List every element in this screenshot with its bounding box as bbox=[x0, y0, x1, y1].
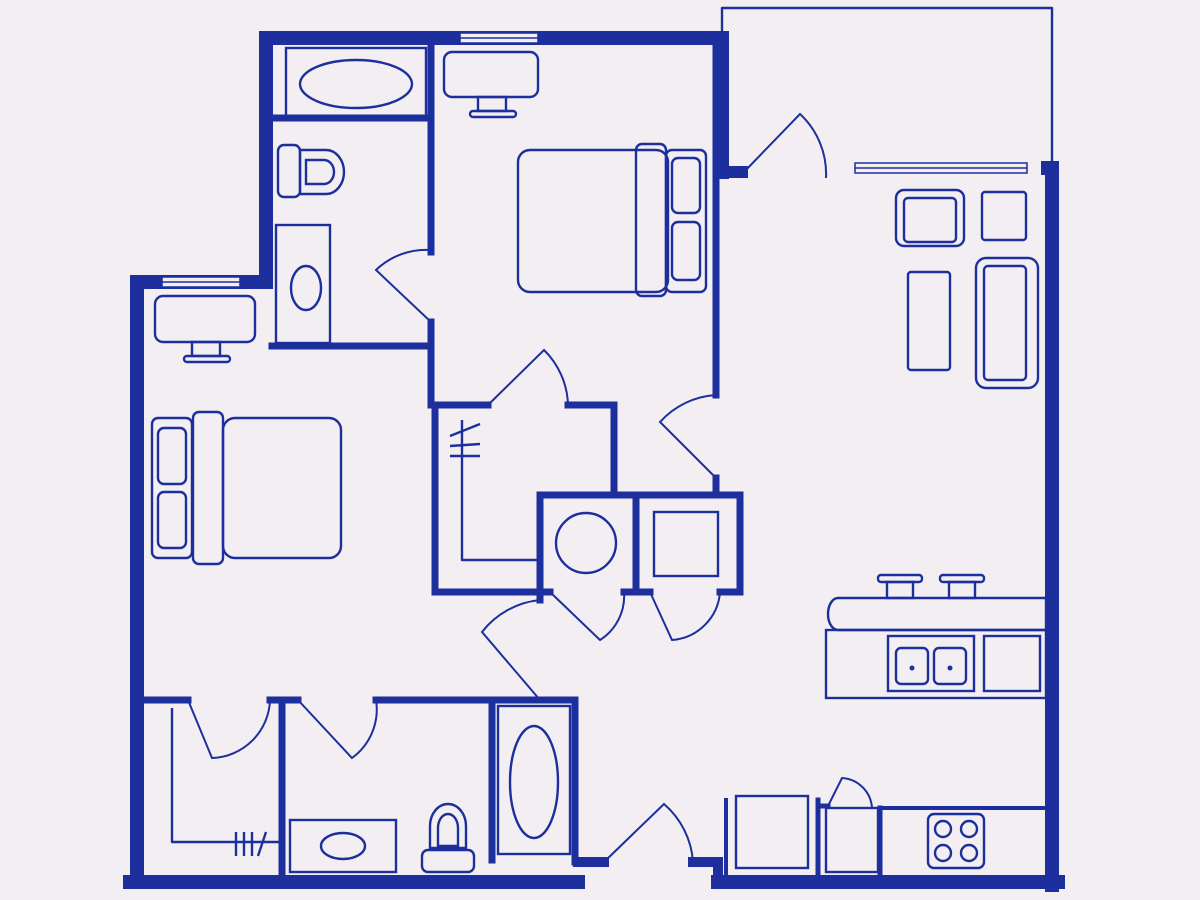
interior-walls bbox=[139, 40, 1048, 880]
walls bbox=[123, 31, 1065, 892]
windows bbox=[161, 32, 1028, 288]
coffee-table-icon bbox=[906, 270, 952, 372]
side-table-icon bbox=[980, 190, 1028, 242]
door-swing-icon bbox=[649, 591, 721, 642]
bed-icon bbox=[516, 142, 708, 298]
washer-icon bbox=[554, 511, 618, 575]
balcony bbox=[720, 6, 1054, 165]
double-sink-icon bbox=[886, 634, 976, 693]
refrigerator-icon bbox=[734, 794, 810, 870]
closet-rod-icon bbox=[170, 708, 280, 857]
toilet-icon bbox=[420, 802, 476, 874]
stove-icon bbox=[926, 812, 986, 870]
door-swing-icon bbox=[603, 802, 694, 863]
sink-icon bbox=[288, 818, 398, 874]
balcony-railing bbox=[720, 6, 1054, 165]
door-swing-icon bbox=[187, 699, 271, 760]
bathtub-icon bbox=[496, 704, 572, 856]
door-swing-icon bbox=[374, 248, 432, 323]
door-swing-icon bbox=[743, 112, 828, 179]
closet-rod-icon bbox=[449, 420, 540, 562]
sofa-icon bbox=[974, 256, 1040, 390]
window-icon bbox=[459, 32, 539, 44]
door-swing-icon bbox=[480, 599, 541, 701]
door-swing-icon bbox=[487, 348, 569, 406]
sink-icon bbox=[274, 223, 332, 345]
exterior-wall-upper-left bbox=[130, 31, 729, 887]
dishwasher-icon bbox=[982, 634, 1042, 693]
armchair-icon bbox=[894, 188, 966, 248]
door-swing-icon bbox=[549, 591, 626, 642]
bar-stool-icon bbox=[876, 573, 924, 600]
bar-stool-icon bbox=[938, 573, 986, 600]
window-icon bbox=[854, 162, 1028, 174]
window-icon bbox=[161, 276, 241, 288]
dryer-icon bbox=[652, 510, 720, 578]
doors bbox=[187, 112, 873, 863]
door-swing-icon bbox=[658, 394, 717, 479]
bed-icon bbox=[150, 410, 343, 566]
pantry-icon bbox=[824, 806, 880, 874]
kitchen-island-icon bbox=[824, 596, 1048, 700]
bathtub-icon bbox=[284, 46, 428, 118]
desk-icon bbox=[442, 50, 540, 119]
exterior-wall-east bbox=[1041, 161, 1059, 892]
toilet-icon bbox=[276, 143, 346, 199]
desk-icon bbox=[153, 294, 257, 364]
exterior-wall-bottom-stub-right bbox=[688, 857, 723, 887]
door-swing-icon bbox=[827, 776, 873, 809]
fixtures bbox=[150, 46, 1048, 874]
door-swing-icon bbox=[297, 699, 378, 760]
